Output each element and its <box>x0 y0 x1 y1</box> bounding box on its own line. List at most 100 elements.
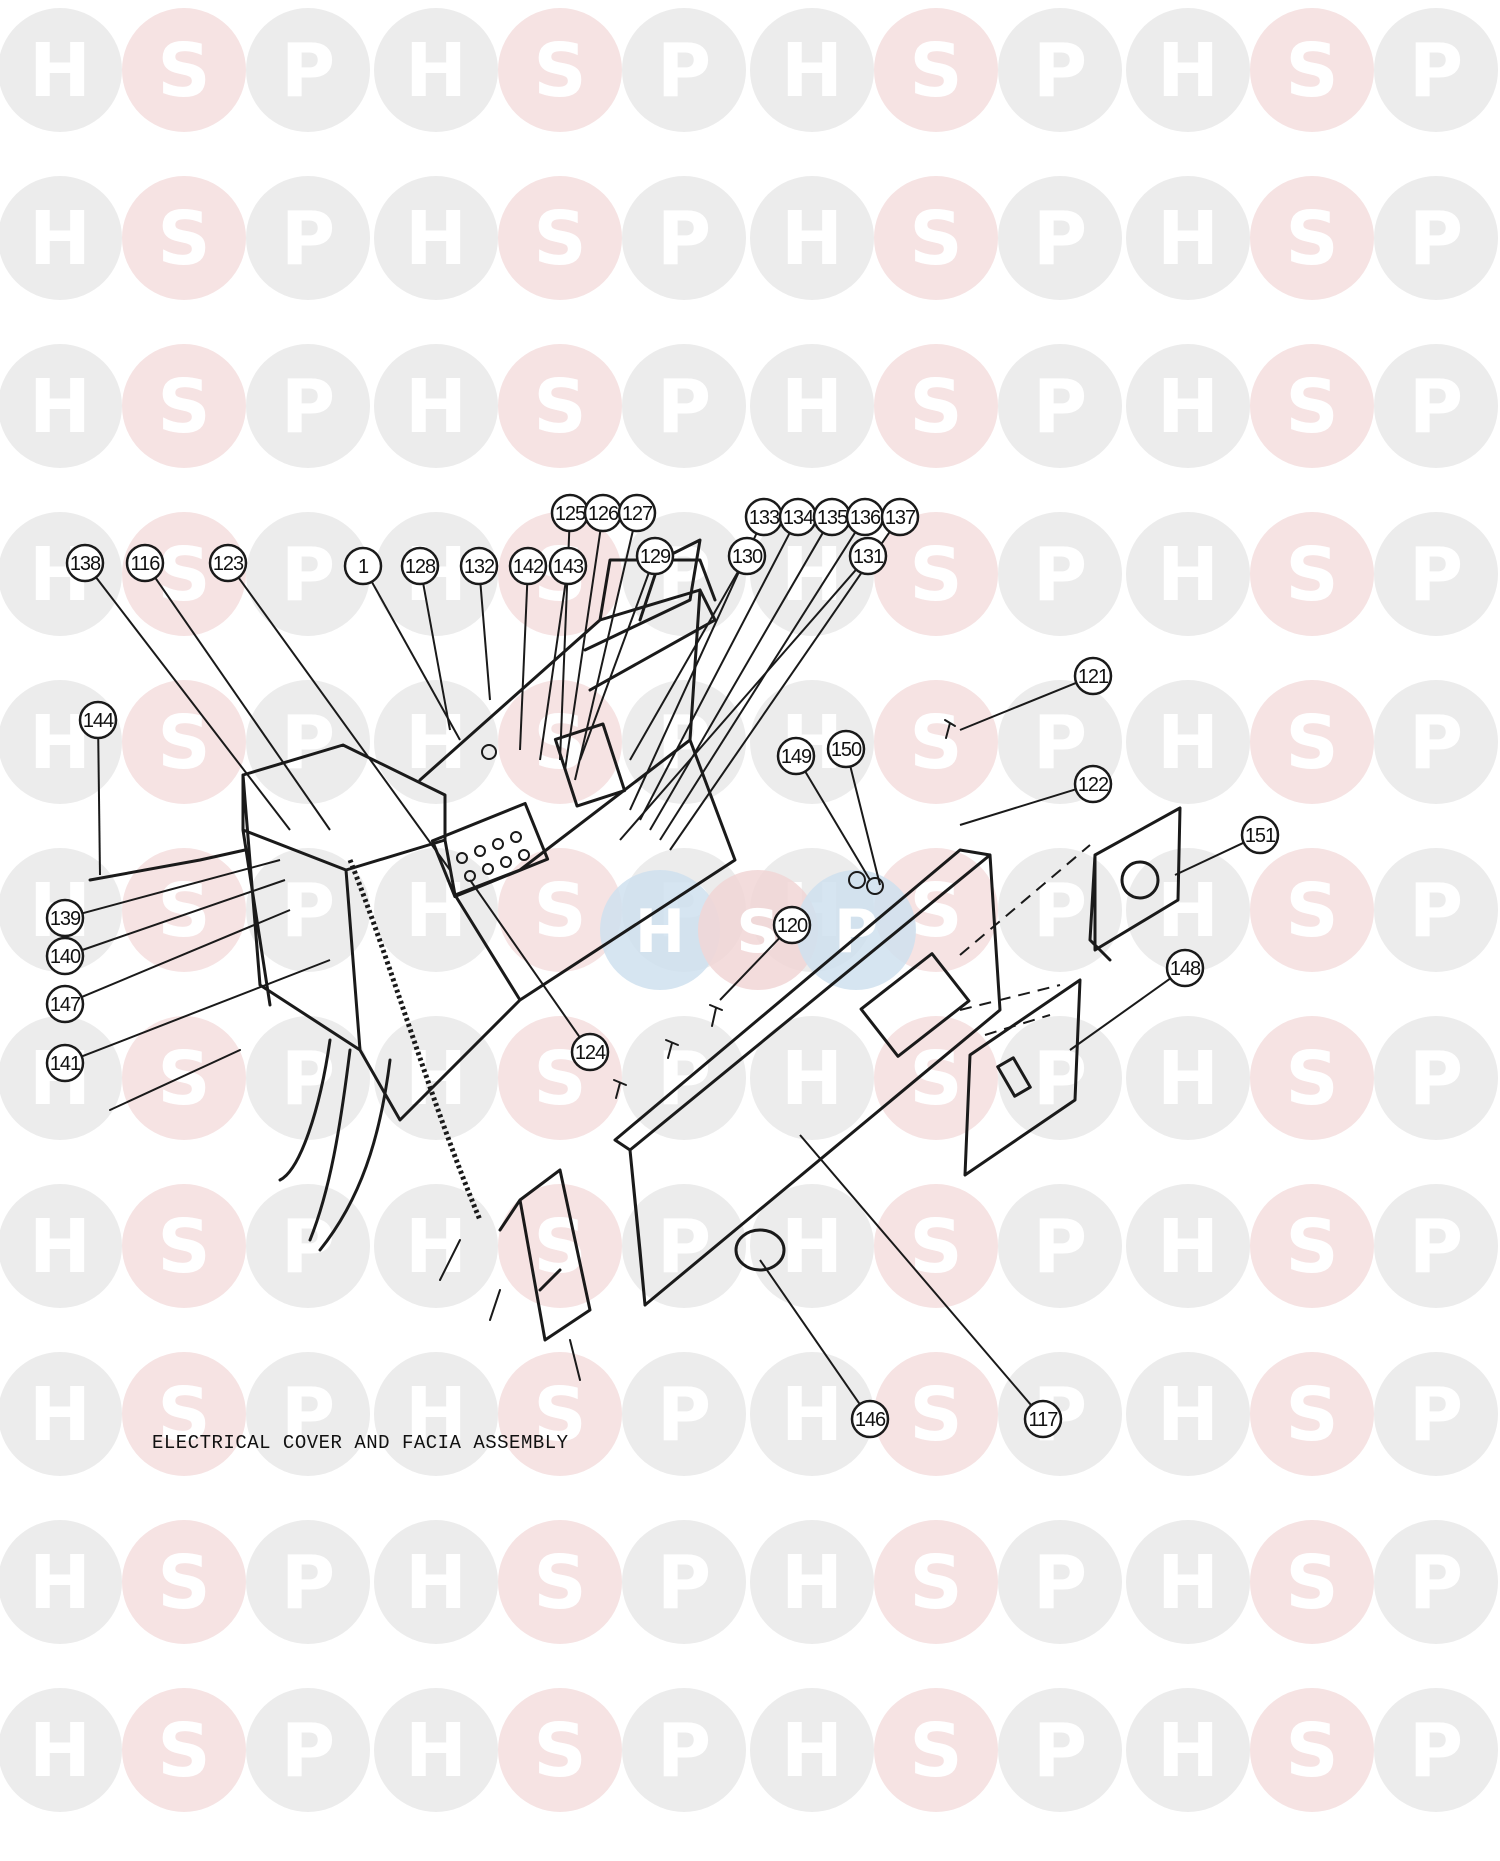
watermark-badge: P <box>998 1184 1122 1308</box>
watermark-badge: H <box>0 512 122 636</box>
watermark-badge: P <box>1374 512 1498 636</box>
watermark-letter: P <box>1033 700 1087 786</box>
watermark-letter: S <box>1285 1036 1338 1122</box>
watermark-badge: P <box>622 1016 746 1140</box>
callout-circle <box>45 936 85 976</box>
leader-line <box>479 583 491 701</box>
terminal-block-screws <box>456 831 530 882</box>
leader-line <box>719 937 781 1001</box>
callout-circle <box>850 1399 890 1439</box>
watermark-letter: S <box>1285 1708 1338 1794</box>
watermark-letter: S <box>1285 532 1338 618</box>
part-callout: 149 <box>776 736 816 776</box>
watermark-badge: P <box>246 176 370 300</box>
leader-line <box>1069 977 1171 1051</box>
callout-number: 126 <box>588 503 619 525</box>
watermark-badge: S <box>1250 1520 1374 1644</box>
watermark-badge: S <box>1250 1688 1374 1812</box>
leader-line <box>799 1134 1033 1406</box>
leader-line <box>659 531 857 841</box>
watermark-badge: H <box>374 1352 498 1476</box>
watermark-badge: P <box>622 1352 746 1476</box>
watermark-letter: H <box>29 28 91 114</box>
callout-number: 134 <box>783 507 814 529</box>
leader-line <box>619 568 857 841</box>
callout-circle <box>78 700 118 740</box>
watermark-badge: S <box>122 176 246 300</box>
watermark-badge: P <box>1374 680 1498 804</box>
callout-circle <box>772 905 812 945</box>
center-logo-badge: H <box>600 870 720 990</box>
watermark-letter: S <box>1285 364 1338 450</box>
watermark-badge: H <box>1126 8 1250 132</box>
leader-line <box>81 879 286 952</box>
watermark-badge: P <box>622 1184 746 1308</box>
watermark-letter: P <box>1033 1540 1087 1626</box>
part-callout: 126 <box>583 493 623 533</box>
watermark-badge: S <box>122 344 246 468</box>
callout-number: 149 <box>781 746 812 768</box>
callout-number: 135 <box>817 507 848 529</box>
watermark-badge: S <box>122 680 246 804</box>
watermark-badge: S <box>122 1688 246 1812</box>
watermark-badge: H <box>0 1184 122 1308</box>
callout-number: 150 <box>831 739 862 761</box>
part-callout: 141 <box>45 1043 85 1083</box>
flying-lead <box>88 848 247 882</box>
watermark-badge: P <box>246 1016 370 1140</box>
watermark-letter: P <box>657 1372 711 1458</box>
watermark-letter: S <box>909 1372 962 1458</box>
watermark-badge: P <box>998 1688 1122 1812</box>
callout-circle <box>635 536 675 576</box>
center-logo-badge: S <box>698 870 818 990</box>
part-callout: 130 <box>727 536 767 576</box>
watermark-letter: H <box>1157 1036 1219 1122</box>
diagram-caption: ELECTRICAL COVER AND FACIA ASSEMBLY <box>152 1432 569 1454</box>
terminal-block <box>430 801 550 899</box>
watermark-badge: P <box>1374 344 1498 468</box>
watermark-badge: H <box>750 176 874 300</box>
watermark-letter: S <box>157 196 210 282</box>
callout-number: 124 <box>575 1042 606 1064</box>
watermark-letter: S <box>533 1204 586 1290</box>
watermark-letter: H <box>405 1204 467 1290</box>
watermark-letter: H <box>781 364 843 450</box>
watermark-badge: S <box>874 1352 998 1476</box>
part-callout: 140 <box>45 936 85 976</box>
watermark-letter: H <box>405 1540 467 1626</box>
watermark-letter: S <box>157 1036 210 1122</box>
leader-line <box>97 737 101 876</box>
watermark-letter: H <box>405 868 467 954</box>
leader-line <box>82 859 281 915</box>
watermark-letter: S <box>909 28 962 114</box>
watermark-letter: P <box>1409 196 1463 282</box>
part-callout: 142 <box>508 546 548 586</box>
watermark-letter: S <box>909 868 962 954</box>
watermark-badge: P <box>622 1520 746 1644</box>
watermark-badge: H <box>374 848 498 972</box>
callout-circle <box>1073 656 1113 696</box>
watermark-letter: P <box>281 1540 335 1626</box>
watermark-badge: H <box>374 8 498 132</box>
callout-number: 142 <box>513 556 544 578</box>
leader-line <box>539 583 567 761</box>
part-callout: 150 <box>826 729 866 769</box>
watermark-letter: S <box>1285 1372 1338 1458</box>
watermark-letter: H <box>781 196 843 282</box>
watermark-badge: S <box>1250 1016 1374 1140</box>
watermark-badge: S <box>874 1184 998 1308</box>
hsp-watermark-pattern: HSPHSPHSPHSPHSPHSPHSPHSPHSPHSPHSPHSPHSPH… <box>0 8 1498 1812</box>
callout-circle <box>45 898 85 938</box>
part-callout: 136 <box>845 497 885 537</box>
watermark-badge: P <box>998 176 1122 300</box>
watermark-badge: P <box>1374 1352 1498 1476</box>
assembly-dashed-lines <box>959 844 1091 1036</box>
center-logo-badge: P <box>796 870 916 990</box>
watermark-badge: S <box>498 1352 622 1476</box>
part-callout: 127 <box>617 493 657 533</box>
watermark-letter: S <box>1285 1540 1338 1626</box>
watermark-badge: P <box>622 1688 746 1812</box>
